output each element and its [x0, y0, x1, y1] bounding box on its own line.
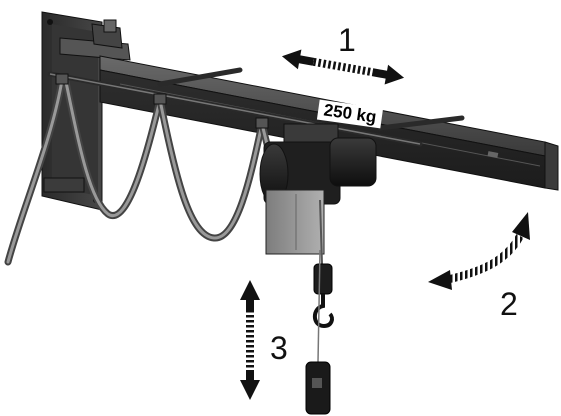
slew-label: 2	[500, 286, 518, 322]
travel-arrow	[281, 49, 405, 85]
cable-rail	[47, 67, 465, 147]
festoon-cables	[4, 73, 304, 266]
hoist-trolley	[259, 123, 377, 255]
pivot-bracket	[59, 19, 131, 61]
slew-arrow	[428, 212, 530, 290]
hook-assembly	[305, 199, 334, 415]
lift-label: 3	[270, 330, 288, 366]
travel-label: 1	[338, 22, 356, 58]
lift-arrow	[240, 280, 260, 400]
